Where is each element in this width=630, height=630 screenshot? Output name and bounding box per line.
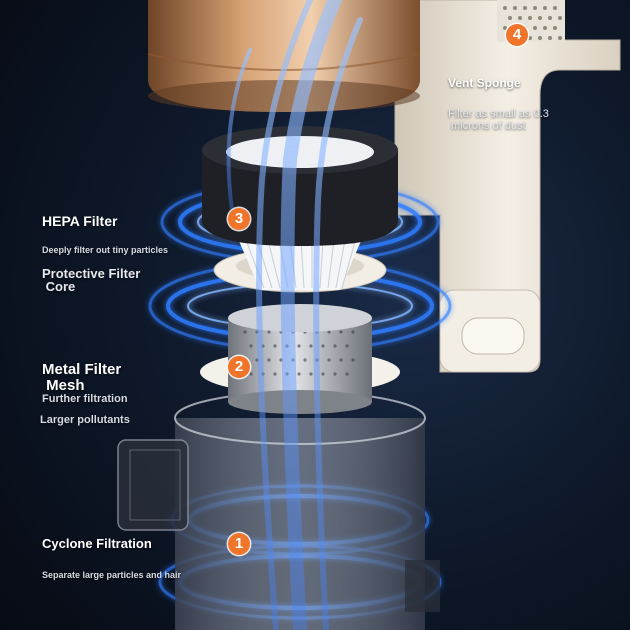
- protective-filter-core-title: Protective Filter Core: [42, 266, 141, 294]
- vent-sponge-description: Filter as small as 0.3 microns of dust: [448, 108, 549, 132]
- vacuum-body-shell: [394, 0, 621, 373]
- cyclone-filtration-title: Cyclone Filtration: [42, 536, 152, 551]
- badge-1: 1: [228, 533, 250, 555]
- vent-sponge-title: Vent Sponge: [448, 76, 521, 90]
- airflow-beams: [226, 0, 363, 630]
- cyclone-filtration-description: Separate large particles and hair: [42, 570, 182, 580]
- hepa-filter-title: HEPA Filter: [42, 213, 118, 229]
- metal-filter-mesh: [200, 304, 400, 414]
- metal-filter-description-2: Larger pollutants: [40, 414, 130, 426]
- metal-filter-description-1: Further filtration: [42, 393, 128, 405]
- badge-2: 2: [228, 356, 250, 378]
- badge-3: 3: [228, 208, 250, 230]
- metal-filter-mesh-title: Metal Filter Mesh: [42, 361, 122, 394]
- motor-cylinder: [147, 0, 421, 112]
- badge-4: 4: [506, 24, 528, 46]
- hepa-filter-description: Deeply filter out tiny particles: [42, 245, 169, 255]
- hepa-filter: [202, 126, 398, 290]
